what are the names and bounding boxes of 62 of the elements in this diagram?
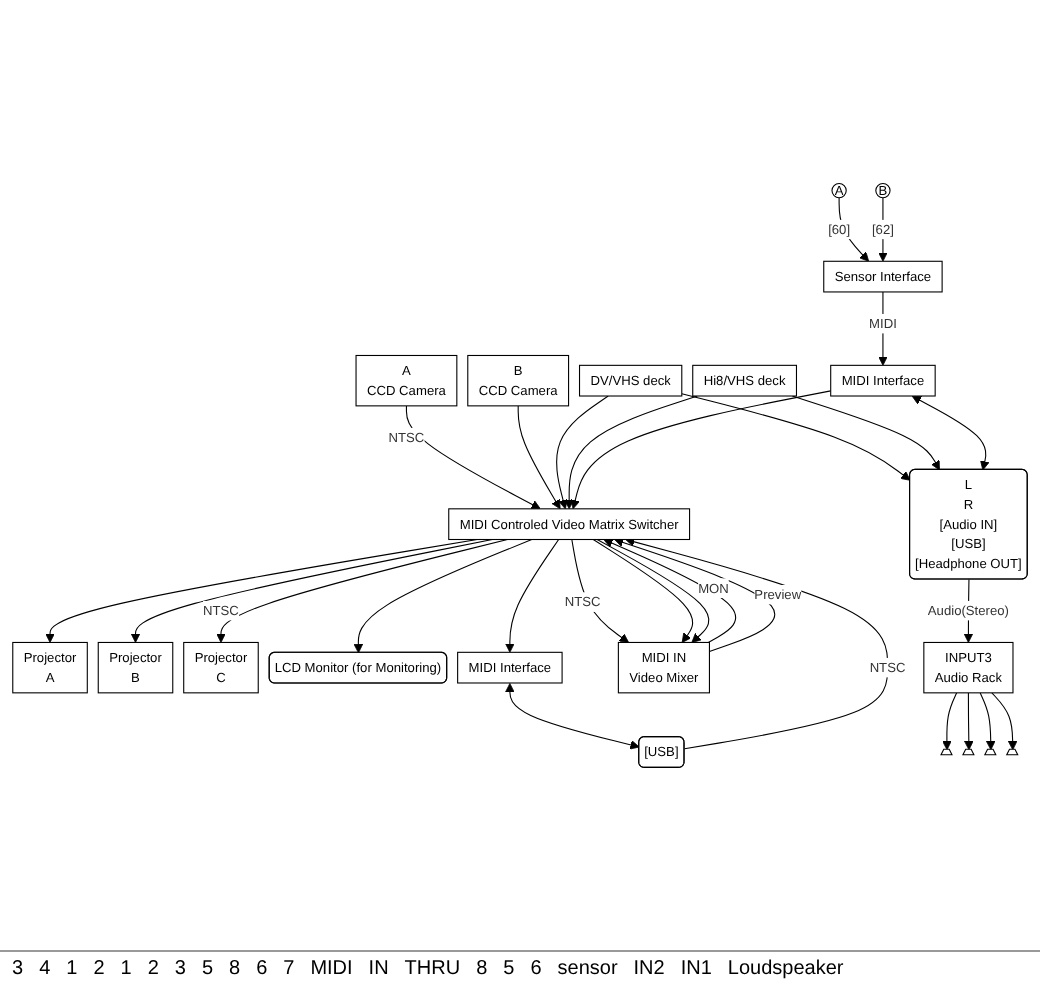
diagram-label: 3 bbox=[174, 958, 186, 980]
arrow bbox=[942, 693, 958, 752]
arrow bbox=[878, 198, 888, 263]
diagram-label: 1 bbox=[120, 958, 132, 980]
arrow bbox=[614, 538, 776, 654]
arrow bbox=[979, 693, 996, 752]
diagram-label: THRU bbox=[404, 958, 461, 980]
node-box bbox=[448, 509, 691, 541]
node-trapezoid bbox=[940, 749, 953, 757]
diagram-label: Loudspeaker bbox=[727, 958, 844, 980]
arrow bbox=[564, 396, 698, 511]
arrow bbox=[592, 539, 694, 644]
arrow bbox=[603, 539, 737, 644]
node-trapezoid bbox=[1005, 749, 1019, 757]
arrow bbox=[517, 406, 561, 511]
node-box bbox=[183, 642, 259, 695]
diagram-label: 7 bbox=[283, 958, 295, 980]
node-box bbox=[579, 365, 683, 398]
node-circle bbox=[831, 183, 847, 200]
diagram-label: 2 bbox=[147, 958, 159, 980]
node-box bbox=[355, 355, 458, 408]
diagram-label: 5 bbox=[201, 958, 213, 980]
arrow bbox=[571, 539, 630, 644]
diagram-label: 8 bbox=[229, 958, 241, 980]
diagram-label: 2 bbox=[93, 958, 105, 980]
node-box bbox=[617, 642, 710, 695]
node-box bbox=[923, 642, 1014, 695]
diagram-label: IN2 bbox=[633, 958, 665, 980]
arrow bbox=[625, 538, 889, 751]
arrow bbox=[570, 391, 832, 511]
node-box bbox=[467, 355, 570, 408]
arrow bbox=[556, 396, 609, 511]
diagram-label: 5 bbox=[503, 958, 515, 980]
diagram-label: 1 bbox=[66, 958, 78, 980]
arrow bbox=[991, 693, 1018, 752]
node-box bbox=[692, 365, 798, 398]
arrow bbox=[505, 539, 560, 654]
node-box bbox=[457, 652, 563, 685]
diagram-label: 8 bbox=[476, 958, 488, 980]
diagram-label: 4 bbox=[39, 958, 51, 980]
arrow bbox=[964, 693, 974, 752]
node-box bbox=[823, 261, 943, 294]
arrow bbox=[505, 683, 640, 751]
diagram-label: 6 bbox=[256, 958, 268, 980]
arrow bbox=[353, 539, 533, 655]
node-trapezoid bbox=[983, 749, 997, 757]
arrow bbox=[911, 396, 990, 472]
arrow bbox=[681, 394, 911, 482]
node-circle bbox=[875, 183, 891, 200]
node-box bbox=[830, 365, 936, 398]
diagram-label: sensor bbox=[557, 958, 618, 980]
diagram-label: 3 bbox=[12, 958, 24, 980]
arrow bbox=[838, 198, 870, 263]
diagram-label: MIDI bbox=[310, 958, 353, 980]
diagram-label: 6 bbox=[530, 958, 542, 980]
arrow bbox=[596, 539, 710, 644]
node-box bbox=[12, 642, 88, 695]
node-trapezoid bbox=[962, 749, 975, 757]
node-box bbox=[97, 642, 174, 695]
diagram-label: IN bbox=[368, 958, 389, 980]
diagram-label: IN1 bbox=[680, 958, 712, 980]
arrow bbox=[405, 406, 541, 511]
